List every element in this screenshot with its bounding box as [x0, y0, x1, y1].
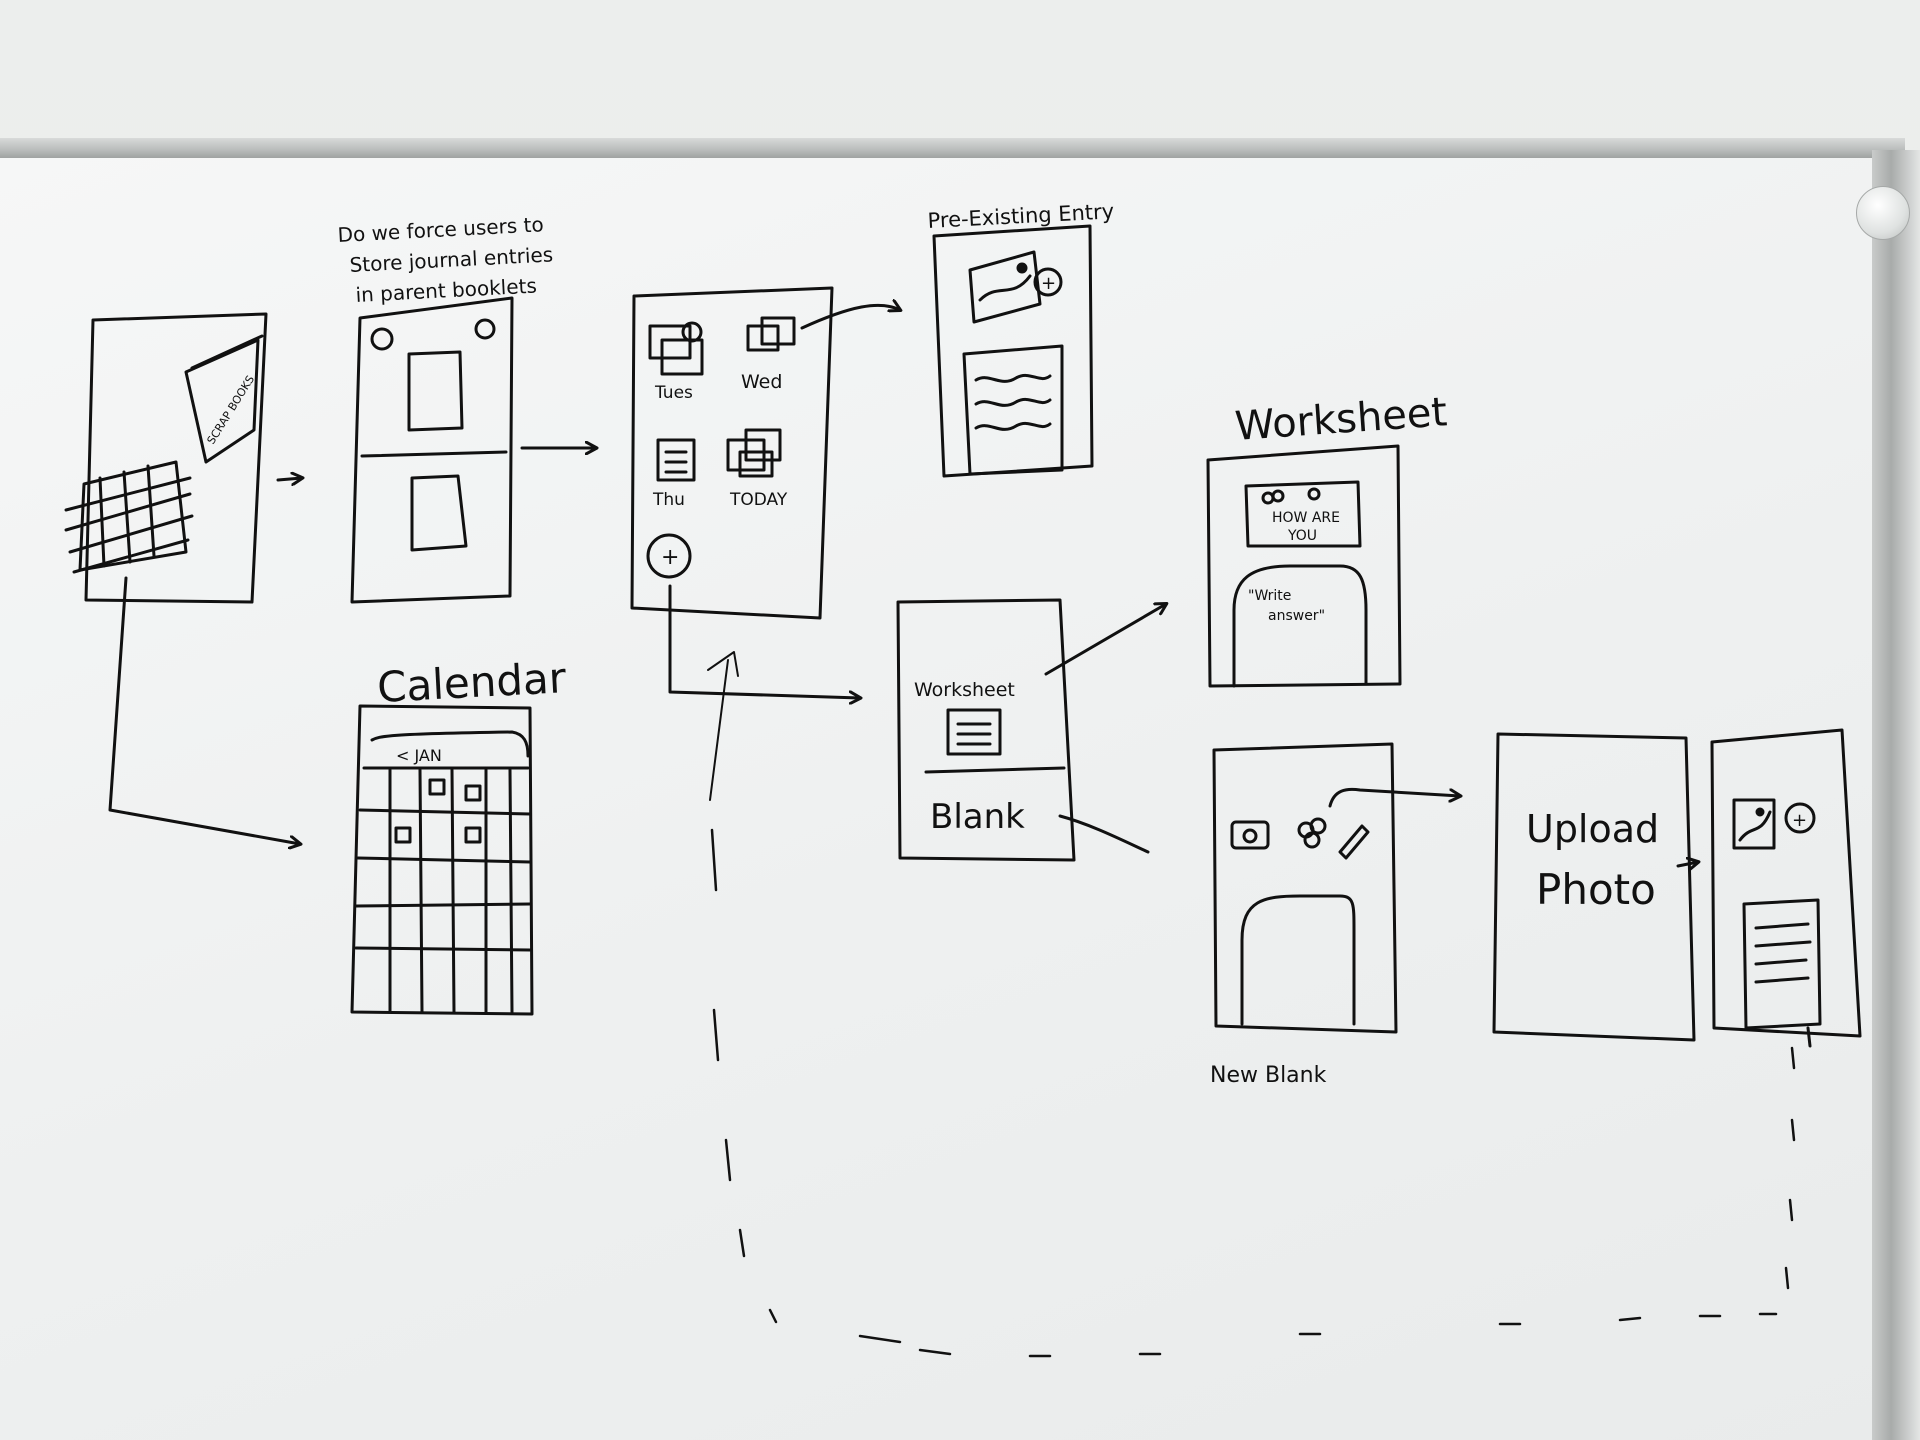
note-line-2: Store journal entries	[349, 242, 554, 277]
whiteboard-top-rail	[0, 138, 1905, 158]
sticker-icon	[1297, 817, 1327, 849]
plus-circle-icon: +	[646, 533, 692, 579]
booklet-thumb-1	[407, 350, 464, 432]
plus-circle-icon: +	[1033, 267, 1063, 297]
arrow-home-to-calendar	[108, 576, 300, 844]
arrow-to-result	[1676, 862, 1698, 866]
answer-card	[1232, 564, 1368, 688]
worksheet-screen-sketch: HOW ARE YOU "Write answer"	[1206, 444, 1402, 688]
day-list-screen-sketch: Tues Wed Thu TODAY +	[630, 286, 834, 620]
plus-circle-icon: +	[1784, 802, 1816, 834]
calendar-month-label: < JAN	[396, 746, 442, 765]
pre-existing-screen-sketch: +	[932, 224, 1094, 478]
day-thu-label: Thu	[652, 490, 685, 510]
arrow-to-worksheet	[1044, 604, 1166, 676]
booklets-screen-sketch	[350, 296, 514, 604]
photo-icon	[1732, 798, 1776, 850]
arrow-to-upload	[1328, 787, 1460, 808]
note-line-3: in parent booklets	[355, 274, 537, 307]
prompt-line-2: YOU	[1287, 528, 1317, 544]
whiteboard-surface	[0, 150, 1900, 1440]
pre-existing-plus: +	[1041, 273, 1056, 294]
booklet-label: SCRAP BOOKS	[205, 373, 258, 446]
calendar-grid-icon	[64, 460, 194, 574]
booklet-thumb-2	[410, 474, 468, 552]
answer-line-2: answer"	[1268, 608, 1325, 624]
question-note: Do we force users to Store journal entri…	[337, 212, 554, 307]
whiteboard-right-frame	[1872, 150, 1920, 1440]
note-line-1: Do we force users to	[337, 212, 544, 247]
day-tues-label: Tues	[654, 383, 693, 403]
answer-line-1: "Write	[1248, 588, 1291, 604]
day-wed-label: Wed	[741, 371, 782, 393]
worksheet-title: Worksheet	[1233, 389, 1448, 450]
arrow-day-to-entry	[800, 305, 900, 330]
home-screen-sketch: SCRAP BOOKS	[64, 312, 268, 604]
prompt-line-1: HOW ARE	[1272, 510, 1340, 526]
arrow-home-to-booklets	[276, 478, 302, 480]
photo-stack-icon	[648, 321, 704, 376]
upload-line-2: Photo	[1536, 865, 1656, 914]
document-icon	[946, 708, 1002, 756]
new-blank-screen-sketch	[1212, 742, 1398, 1034]
chooser-worksheet-label: Worksheet	[914, 679, 1015, 701]
chooser-blank-label: Blank	[930, 797, 1025, 837]
booklet-icon: SCRAP BOOKS	[184, 334, 264, 464]
pre-existing-title: Pre-Existing Entry	[927, 199, 1115, 233]
text-card	[962, 344, 1064, 476]
calendar-screen-sketch: < JAN	[350, 704, 534, 1016]
upload-screen-sketch: Upload Photo	[1492, 732, 1696, 1042]
day-today-label: TODAY	[729, 490, 788, 510]
arrow-to-new-blank	[1058, 814, 1150, 854]
arrow-plus-to-chooser	[668, 584, 860, 698]
new-blank-title: New Blank	[1210, 1063, 1327, 1088]
magnet-icon	[1856, 186, 1910, 240]
blank-card	[1240, 894, 1356, 1026]
result-screen-sketch: +	[1710, 728, 1862, 1048]
document-icon	[656, 438, 696, 482]
dashed-return-path	[710, 828, 1796, 1358]
photo-stack-icon	[746, 316, 796, 352]
calendar-title: Calendar	[376, 653, 568, 712]
photo-stack-icon	[726, 428, 782, 478]
prompt-card	[1244, 480, 1362, 548]
upload-line-1: Upload	[1526, 807, 1659, 851]
result-plus: +	[1792, 810, 1807, 831]
photo-icon	[968, 250, 1042, 324]
pencil-icon	[1338, 824, 1370, 860]
arrow-back-up	[709, 659, 729, 801]
camera-icon	[1230, 820, 1270, 850]
result-text-card	[1742, 898, 1822, 1030]
chooser-screen-sketch: Worksheet Blank	[896, 598, 1076, 862]
add-entry-plus: +	[661, 545, 679, 570]
